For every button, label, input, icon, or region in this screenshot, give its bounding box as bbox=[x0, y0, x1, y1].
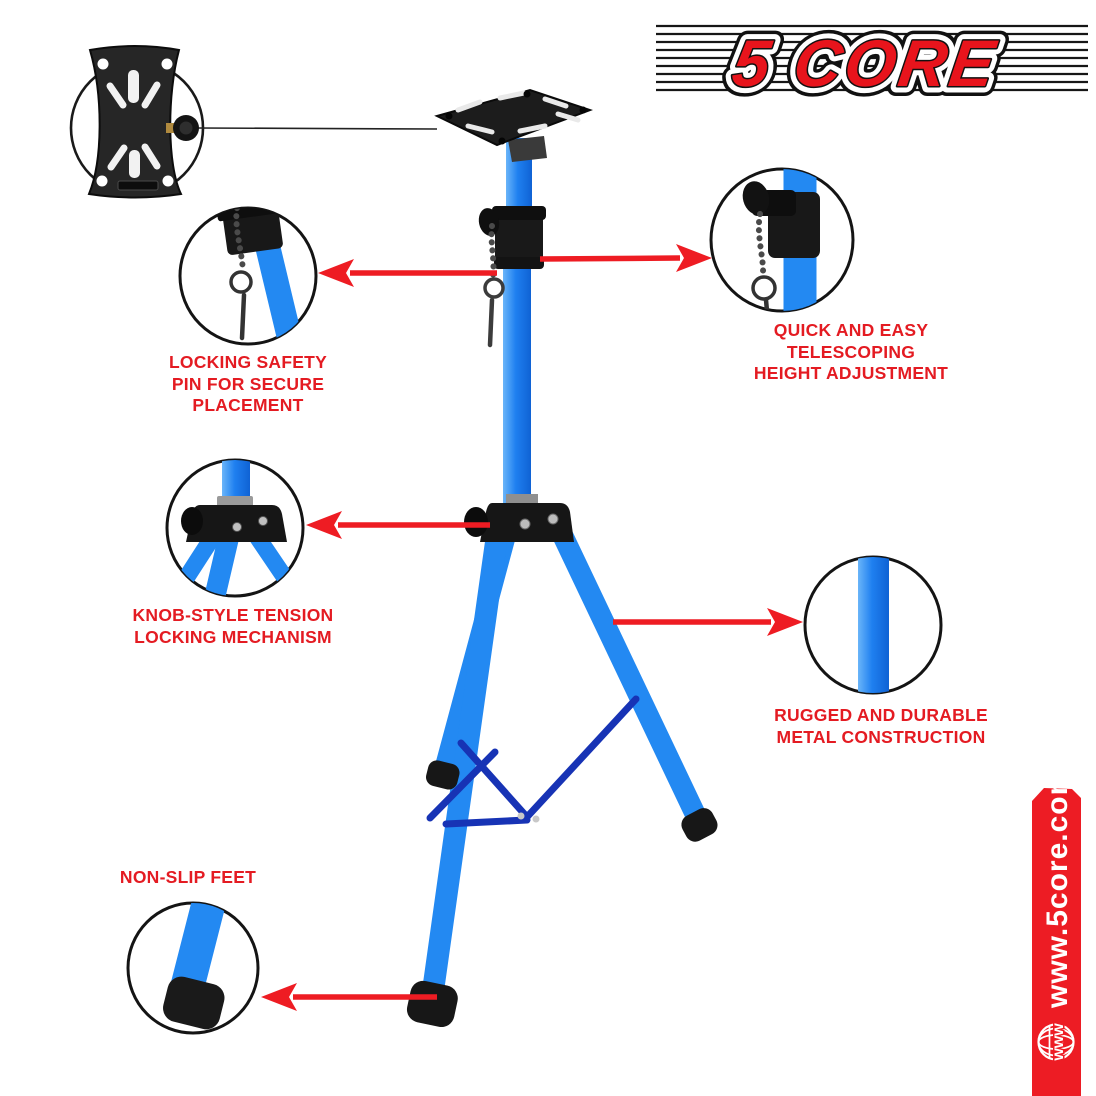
callout-knob-tension-circle bbox=[165, 458, 305, 598]
safety-pin bbox=[487, 297, 495, 348]
stand-foot-right bbox=[681, 808, 718, 842]
stand-leg-front-left bbox=[421, 517, 509, 1009]
speaker-stand bbox=[406, 88, 718, 1028]
logo-text-rim: 5 CORE bbox=[728, 27, 1002, 101]
stand-foot-front-left bbox=[406, 980, 458, 1028]
label-line: NON-SLIP FEET bbox=[119, 867, 257, 887]
logo-text-halo: 5 CORE bbox=[728, 27, 1002, 101]
mounting-plate-icon bbox=[87, 45, 199, 199]
arrow-safety-pin bbox=[318, 259, 497, 287]
label-line: RUGGED AND DURABLE bbox=[774, 705, 988, 725]
label-rugged-metal: RUGGED AND DURABLE METAL CONSTRUCTION bbox=[774, 705, 988, 748]
arrow-knob-tension bbox=[306, 511, 490, 539]
label-line: KNOB-STYLE TENSION bbox=[132, 605, 334, 625]
callout-telescoping-circle bbox=[709, 167, 855, 313]
label-non-slip-feet: NON-SLIP FEET bbox=[120, 867, 256, 889]
banner-ribbon bbox=[1032, 788, 1081, 1096]
label-locking-safety-pin: LOCKING SAFETY PIN FOR SECURE PLACEMENT bbox=[169, 352, 327, 417]
rugged-detail-icon bbox=[858, 557, 889, 693]
arrow-rugged bbox=[613, 608, 803, 636]
safety-pin-detail-icon bbox=[216, 208, 304, 344]
label-line: TELESCOPING bbox=[786, 341, 916, 362]
stand-mid-pole bbox=[503, 262, 531, 514]
label-line: QUICK AND EASY bbox=[773, 320, 929, 340]
label-line: PIN FOR SECURE bbox=[171, 373, 325, 394]
brand-logo: 5 CORE 5 CORE 5 CORE bbox=[656, 17, 1088, 111]
clamp-knob bbox=[478, 208, 500, 236]
callout-rugged-circle bbox=[803, 555, 943, 695]
logo-pinstripes bbox=[656, 24, 1088, 92]
globe-www-label: www bbox=[1050, 1023, 1067, 1062]
arrow-telescoping bbox=[539, 244, 712, 272]
telescoping-detail-icon bbox=[742, 169, 820, 311]
non-slip-detail-icon bbox=[163, 903, 227, 1030]
stand-leg-right bbox=[542, 504, 710, 833]
annotation-arrows bbox=[261, 244, 803, 1011]
logo-text: 5 CORE bbox=[728, 27, 1002, 101]
stand-foot-back-left bbox=[425, 760, 460, 790]
label-knob-tension: KNOB-STYLE TENSION LOCKING MECHANISM bbox=[133, 605, 334, 648]
label-line: LOCKING SAFETY bbox=[168, 352, 328, 372]
plate-connector-line bbox=[196, 127, 438, 130]
callout-mounting-plate bbox=[69, 45, 438, 199]
label-line: PLACEMENT bbox=[192, 395, 304, 415]
safety-pin-ring bbox=[483, 277, 505, 299]
website-url: www.5core.com bbox=[1041, 768, 1074, 1009]
hub-knob bbox=[464, 507, 488, 537]
top-plate-slots bbox=[455, 90, 581, 135]
label-telescoping-height: QUICK AND EASY TELESCOPING HEIGHT ADJUST… bbox=[754, 320, 948, 385]
callout-safety-pin-circle bbox=[178, 206, 318, 346]
website-banner: www.5core.com www bbox=[1032, 768, 1081, 1096]
stand-clamp-body bbox=[495, 210, 543, 268]
globe-icon bbox=[1037, 1023, 1075, 1061]
label-line: HEIGHT ADJUSTMENT bbox=[753, 363, 949, 383]
label-line: LOCKING MECHANISM bbox=[134, 626, 332, 647]
callout-non-slip-circle bbox=[126, 901, 260, 1035]
label-line: METAL CONSTRUCTION bbox=[776, 726, 986, 747]
safety-pin-chain bbox=[488, 223, 497, 279]
arrow-non-slip bbox=[261, 983, 437, 1011]
